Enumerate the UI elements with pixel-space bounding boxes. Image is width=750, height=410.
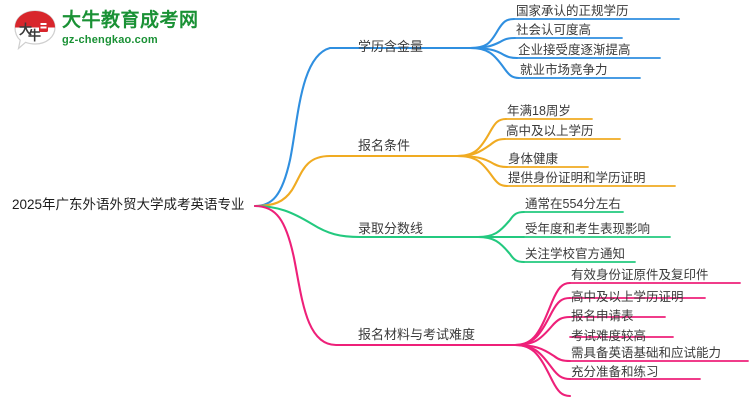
- leaf-label-4-4[interactable]: 考试难度较高: [571, 329, 647, 343]
- leaf-label-1-1[interactable]: 国家承认的正规学历: [516, 4, 629, 18]
- site-logo[interactable]: 大 牛 大牛教育成考网 gz-chengkao.com: [12, 6, 202, 54]
- leaf-label-4-5[interactable]: 需具备英语基础和应试能力: [571, 346, 722, 360]
- daniu-logo-icon: 大 牛: [14, 10, 56, 51]
- root-node-label[interactable]: 2025年广东外语外贸大学成考英语专业: [12, 197, 245, 212]
- leaf-label-4-2[interactable]: 高中及以上学历证明: [571, 290, 684, 304]
- leaf-label-2-4[interactable]: 提供身份证明和学历证明: [508, 171, 646, 185]
- svg-text:大: 大: [19, 22, 32, 37]
- leaf-label-3-3[interactable]: 关注学校官方通知: [525, 247, 626, 261]
- branch-connector-1: [253, 17, 521, 208]
- leaf-label-4-6[interactable]: 充分准备和练习: [571, 365, 659, 379]
- svg-text:牛: 牛: [28, 28, 41, 43]
- leaf-label-1-3[interactable]: 企业接受度逐渐提高: [518, 43, 631, 57]
- branch-underlines-1: [513, 18, 680, 79]
- logo-site-name: 大牛教育成考网: [62, 10, 199, 31]
- branch-label-4[interactable]: 报名材料与考试难度: [358, 327, 476, 342]
- branch-connector-4: [253, 204, 572, 398]
- logo-site-url: gz-chengkao.com: [62, 34, 158, 46]
- branch-label-3[interactable]: 录取分数线: [358, 221, 424, 236]
- leaf-label-2-3[interactable]: 身体健康: [508, 152, 559, 166]
- leaf-label-4-1[interactable]: 有效身份证原件及复印件: [571, 268, 709, 282]
- branch-underlines-4: [569, 282, 749, 380]
- leaf-label-1-4[interactable]: 就业市场竞争力: [520, 63, 608, 77]
- branch-connector-2: [253, 117, 509, 208]
- leaf-label-2-1[interactable]: 年满18周岁: [507, 104, 571, 118]
- logo-text-block: 大牛教育成考网 gz-chengkao.com: [62, 10, 199, 47]
- branch-label-1[interactable]: 学历含金量: [358, 39, 424, 54]
- branch-underlines-3: [523, 211, 671, 263]
- branch-connector-3: [253, 204, 526, 264]
- leaf-label-3-2[interactable]: 受年度和考生表现影响: [525, 222, 651, 236]
- leaf-label-1-2[interactable]: 社会认可度高: [516, 23, 592, 37]
- leaf-label-3-1[interactable]: 通常在554分左右: [525, 197, 621, 211]
- leaf-label-2-2[interactable]: 高中及以上学历: [506, 124, 594, 138]
- branch-underlines-2: [504, 118, 676, 187]
- branch-label-2[interactable]: 报名条件: [358, 138, 411, 153]
- leaf-label-4-3[interactable]: 报名申请表: [571, 309, 634, 323]
